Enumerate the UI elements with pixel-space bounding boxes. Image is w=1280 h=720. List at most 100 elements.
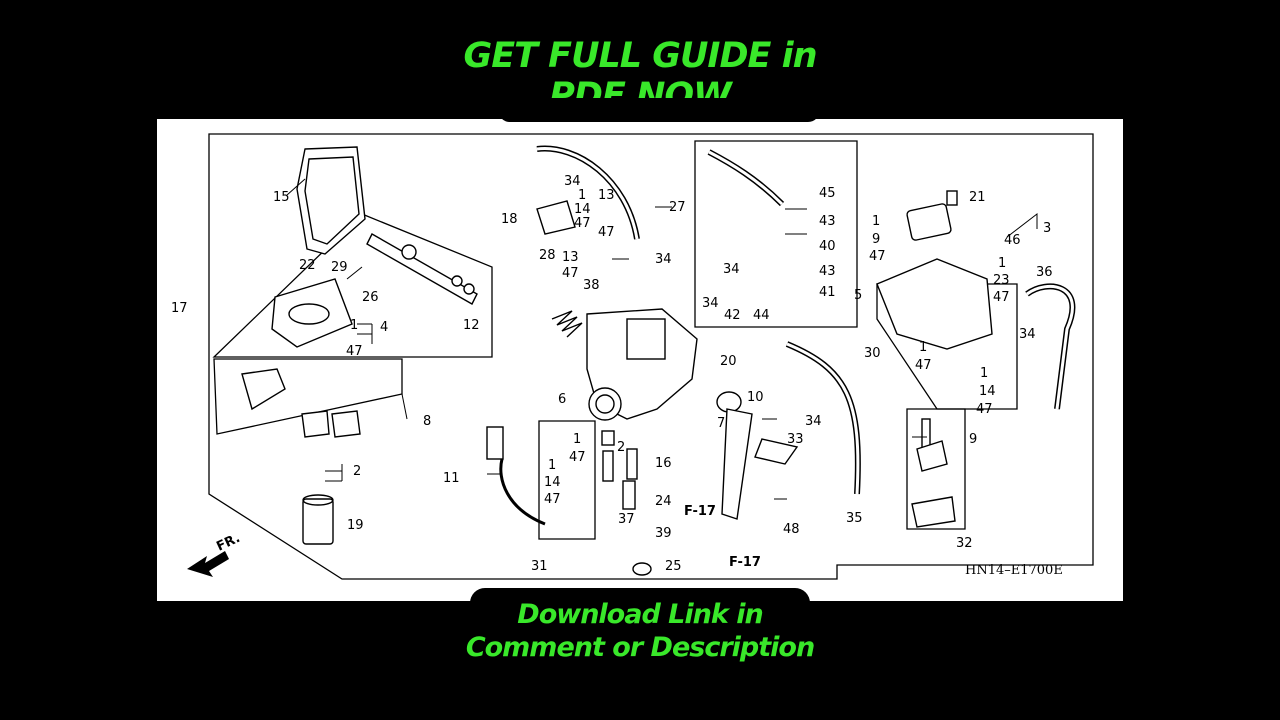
callout: 1	[919, 340, 927, 355]
callout: 1	[872, 214, 880, 229]
callout: 42	[724, 308, 741, 323]
part-hose-45	[707, 149, 785, 207]
callout: 29	[331, 260, 348, 275]
part-linkage	[366, 233, 478, 305]
callout: 24	[655, 494, 672, 509]
callout: 47	[915, 358, 932, 373]
front-marker: FR.	[214, 531, 242, 555]
callout: 1	[350, 318, 358, 333]
callout: 21	[969, 190, 986, 205]
callout: 22	[299, 258, 316, 273]
promo-bottom-line2: Comment or Description	[465, 632, 815, 663]
callout: 33	[787, 432, 804, 447]
callout: 47	[346, 344, 363, 359]
outer-frame	[208, 133, 1094, 580]
callout: 34	[702, 296, 719, 311]
arrow-left-down-icon	[187, 551, 229, 577]
callout: 34	[805, 414, 822, 429]
callout: 2	[617, 440, 625, 455]
callout: 1	[578, 188, 586, 203]
callout: 1	[980, 366, 988, 381]
box-float-bowl	[876, 283, 1018, 410]
callout: 44	[753, 308, 770, 323]
part-needle-valve	[916, 440, 948, 472]
callout: 13	[562, 250, 579, 265]
callout: 43	[819, 264, 836, 279]
promo-top-tab	[498, 98, 820, 122]
diagram-canvas: FR. 15 22 29 26 4 1 47 17 12 18 34 1 14 …	[171, 133, 1094, 580]
callout: 37	[618, 512, 635, 527]
part-spring	[551, 310, 583, 338]
box-hose-group	[694, 140, 858, 328]
callout: 2	[353, 464, 361, 479]
callout: 20	[720, 354, 737, 369]
promo-bottom-tab	[470, 588, 810, 618]
ref-label: F-17	[729, 555, 761, 570]
diagram-code: HN14–E1700E	[965, 563, 1063, 578]
part-float-bowl	[876, 258, 993, 350]
callout: 38	[583, 278, 600, 293]
callout: 47	[598, 225, 615, 240]
callout: 7	[717, 416, 725, 431]
carburetor-parts-diagram: FR. 15 22 29 26 4 1 47 17 12 18 34 1 14 …	[157, 119, 1123, 601]
callout: 34	[1019, 327, 1036, 342]
callout: 13	[598, 188, 615, 203]
callout: 43	[819, 214, 836, 229]
part-collar	[302, 498, 334, 545]
box-left-upper	[212, 213, 493, 358]
callout: 47	[562, 266, 579, 281]
callout: 18	[501, 212, 518, 227]
callout: 12	[463, 318, 480, 333]
part-float	[906, 203, 952, 241]
callout: 26	[362, 290, 379, 305]
callout: 15	[273, 190, 290, 205]
callout: 36	[1036, 265, 1053, 280]
callout: 11	[443, 471, 460, 486]
part-cable	[499, 458, 546, 526]
callout: 14	[544, 475, 561, 490]
promo-bottom-banner: Download Link in Comment or Description	[0, 598, 1280, 664]
callout: 47	[976, 402, 993, 417]
promo-top-line1: GET FULL GUIDE in	[463, 36, 817, 76]
callout: 1	[548, 458, 556, 473]
callout: 47	[569, 450, 586, 465]
callout: 8	[423, 414, 431, 429]
part-intake	[536, 200, 576, 235]
callout: 28	[539, 248, 556, 263]
callout: 1	[573, 432, 581, 447]
promo-bottom-line1: Download Link in	[517, 599, 763, 630]
callout: 47	[869, 249, 886, 264]
callout: 9	[872, 232, 880, 247]
box-jet-group	[906, 408, 966, 530]
callout: 46	[1004, 233, 1021, 248]
part-plate	[271, 278, 353, 348]
ref-label: F-17	[684, 504, 716, 519]
callout: 45	[819, 186, 836, 201]
callout: 32	[956, 536, 973, 551]
callout: 39	[655, 526, 672, 541]
callout: 34	[655, 252, 672, 267]
callout: 19	[347, 518, 364, 533]
callout: 31	[531, 559, 548, 574]
callout: 5	[854, 288, 862, 303]
callout: 4	[380, 320, 388, 335]
callout: 25	[665, 559, 682, 574]
box-jet-center	[538, 420, 596, 540]
callout: 9	[969, 432, 977, 447]
part-hose-loop	[785, 341, 861, 495]
part-lever	[721, 408, 753, 520]
callout: 23	[993, 273, 1010, 288]
callout: 47	[574, 216, 591, 231]
callout: 34	[564, 174, 581, 189]
callout: 17	[171, 301, 188, 316]
callout: 14	[979, 384, 996, 399]
callout: 14	[574, 202, 591, 217]
promo-top-banner: GET FULL GUIDE in PDF NOW	[0, 36, 1280, 116]
callout: 35	[846, 511, 863, 526]
callout: 47	[993, 290, 1010, 305]
callout: 30	[864, 346, 881, 361]
callout: 1	[998, 256, 1006, 271]
part-top-cover	[296, 146, 366, 255]
callout: 47	[544, 492, 561, 507]
callout: 6	[558, 392, 566, 407]
